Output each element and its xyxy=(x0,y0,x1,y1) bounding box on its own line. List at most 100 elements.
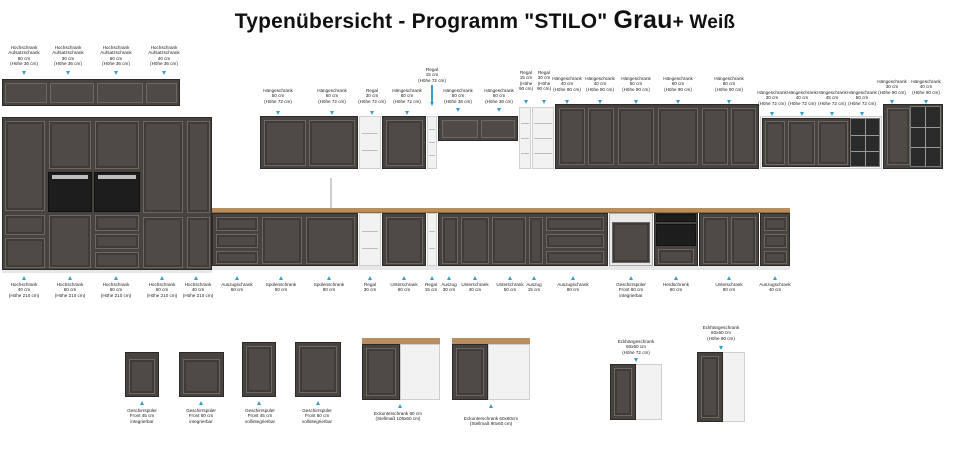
eckunterschrank-60 xyxy=(452,344,488,400)
herdschrank xyxy=(654,213,698,266)
label-lower: Eckhängeschrank 60x60 cm (Höhe 90 cm) xyxy=(702,325,740,341)
label-bottom: Regal 30 cm xyxy=(363,282,377,293)
arrow-down-icon xyxy=(114,71,118,75)
label-top: Regal 30 cm (Höhe 72 cm) xyxy=(358,88,386,104)
dishwasher-front-45-voll xyxy=(242,342,276,397)
label-top: Hängeschrank 45 cm (Höhe 72 cm) xyxy=(817,90,847,106)
label-top: Hochschrank Aufsatzschrank 80 cm (Höhe 3… xyxy=(8,45,40,67)
arrow-down-icon xyxy=(430,102,434,106)
label-bottom: Spülenschrank 50 cm xyxy=(265,282,297,293)
plinth xyxy=(212,266,790,270)
arrow-up-icon xyxy=(316,401,320,405)
arrow-down-icon xyxy=(676,100,680,104)
dishwasher-front-60-voll xyxy=(295,342,341,397)
arrow-down-icon xyxy=(565,100,569,104)
arrow-down-icon xyxy=(860,112,864,116)
arrow-down-icon xyxy=(634,358,638,362)
label-bottom: Auszugschrank 60 cm xyxy=(221,282,253,293)
arrow-down-icon xyxy=(330,111,334,115)
label-top: Hochschrank Aufsatzschrank 30 cm (Höhe 3… xyxy=(52,45,84,67)
arrow-up-icon xyxy=(22,276,26,280)
label-bottom: Herdschrank 60 cm xyxy=(662,282,690,293)
arrow-up-icon xyxy=(368,276,372,280)
arrow-down-icon xyxy=(830,112,834,116)
label-bottom: Hochschrank 40 cm (Höhe 210 cm) xyxy=(182,282,214,298)
label-top: Hängeschrank 50 cm (Höhe 90 cm) xyxy=(621,76,651,92)
label-top: Hängeschrank 60 cm (Höhe 36 cm) xyxy=(484,88,514,104)
unterschrank-80 xyxy=(699,213,759,266)
regal-30-90 xyxy=(532,107,554,169)
arrow-down-icon xyxy=(22,71,26,75)
label-lower: Eckunterschrank 90 cm (Stellmaß 105x60 c… xyxy=(374,411,422,422)
faucet xyxy=(330,178,332,208)
label-bottom: Auszugschrank 80 cm xyxy=(557,282,589,293)
label-bottom: Unterschrank 50 cm xyxy=(496,282,524,293)
haengeschrank-72-group xyxy=(762,118,850,167)
corner-worktop-2 xyxy=(452,338,530,344)
label-top: Hängeschrank 40 cm (Höhe 72 cm) xyxy=(787,90,817,106)
arrow-down-icon xyxy=(66,71,70,75)
label-top: Hängeschrank 50 cm (Höhe 72 cm) xyxy=(847,90,877,106)
arrow-up-icon xyxy=(473,276,477,280)
label-top: Regal 15 cm (Höhe 90 cm) xyxy=(518,70,534,92)
arrow-down-icon xyxy=(370,111,374,115)
arrow-down-icon xyxy=(770,112,774,116)
label-top: Hängeschrank 30 cm (Höhe 90 cm) xyxy=(877,79,907,95)
label-bottom: Auszug 15 cm xyxy=(526,282,542,293)
arrow-down-icon xyxy=(405,111,409,115)
arrow-up-icon xyxy=(398,404,402,408)
label-top: Hängeschrank 40 cm (Höhe 90 cm) xyxy=(552,76,582,92)
unterschrank-60 xyxy=(382,213,426,266)
haengeschrank-36 xyxy=(438,116,518,141)
eckhaengeschrank-90 xyxy=(697,352,723,422)
regal-15-90 xyxy=(519,107,531,169)
arrow-up-icon xyxy=(571,276,575,280)
eckunterschrank-90 xyxy=(362,344,400,400)
glass-cabinet-tall xyxy=(910,106,941,167)
label-top: Hängeschrank 60 cm (Höhe 72 cm) xyxy=(317,88,347,104)
worktop xyxy=(212,208,790,213)
arrow-up-icon xyxy=(114,276,118,280)
label-top: Hängeschrank 50 cm (Höhe 36 cm) xyxy=(443,88,473,104)
label-bottom: Auszugschrank 40 cm xyxy=(759,282,791,293)
arrow-up-icon xyxy=(140,401,144,405)
base-group-2 xyxy=(438,213,608,266)
arrow-up-icon xyxy=(727,276,731,280)
hochschrank-row xyxy=(2,117,212,270)
arrow-up-icon xyxy=(674,276,678,280)
label-top: Hängeschrank 60 cm (Höhe 90 cm) xyxy=(663,76,693,92)
arrow-up-icon xyxy=(257,401,261,405)
title-weiss: + Weiß xyxy=(672,12,736,33)
title-grau: Grau xyxy=(613,6,673,34)
arrow-up-icon xyxy=(629,276,633,280)
label-top: Regal 30 cm (Höhe 90 cm) xyxy=(536,70,552,92)
arrow-down-icon xyxy=(598,100,602,104)
arrow-down-icon xyxy=(727,100,731,104)
haengeschrank-90-group xyxy=(555,104,759,169)
label-bottom: Hochschrank 60 cm (Höhe 210 cm) xyxy=(100,282,132,298)
arrow-down-icon xyxy=(456,108,460,112)
label-top: Hängeschrank 40 cm (Höhe 90 cm) xyxy=(585,76,615,92)
label-lower: Eckhängeschrank 60x60 cm (Höhe 72 cm) xyxy=(617,339,655,355)
arrow-line xyxy=(431,85,433,103)
haengeschrank-60 xyxy=(382,116,426,169)
arrow-up-icon xyxy=(532,276,536,280)
label-top: Hängeschrank 60 cm (Höhe 72 cm) xyxy=(392,88,422,104)
arrow-down-icon xyxy=(497,108,501,112)
label-bottom: Geschirrspüler Front 60 cm integrierbar xyxy=(616,282,646,298)
arrow-up-icon xyxy=(508,276,512,280)
label-top: Hängeschrank 80 cm (Höhe 90 cm) xyxy=(714,76,744,92)
label-bottom: Hochschrank 60 cm (Höhe 210 cm) xyxy=(54,282,86,298)
dishwasher xyxy=(609,213,653,266)
label-bottom: Hochschrank 40 cm (Höhe 210 cm) xyxy=(8,282,40,298)
arrow-up-icon xyxy=(489,404,493,408)
plinth xyxy=(2,270,212,273)
label-bottom: Unterschrank 40 cm xyxy=(461,282,489,293)
label-lower: Geschirrspüler Front 60 cm vollintegrier… xyxy=(301,408,333,424)
arrow-down-icon xyxy=(276,111,280,115)
arrow-down-icon xyxy=(634,100,638,104)
arrow-down-icon xyxy=(162,71,166,75)
arrow-down-icon xyxy=(924,100,928,104)
label-lower: Geschirrspüler Front 45 cm vollintegrier… xyxy=(244,408,276,424)
page-title: Typenübersicht - Programm "STILO" Grau+ … xyxy=(0,6,970,35)
